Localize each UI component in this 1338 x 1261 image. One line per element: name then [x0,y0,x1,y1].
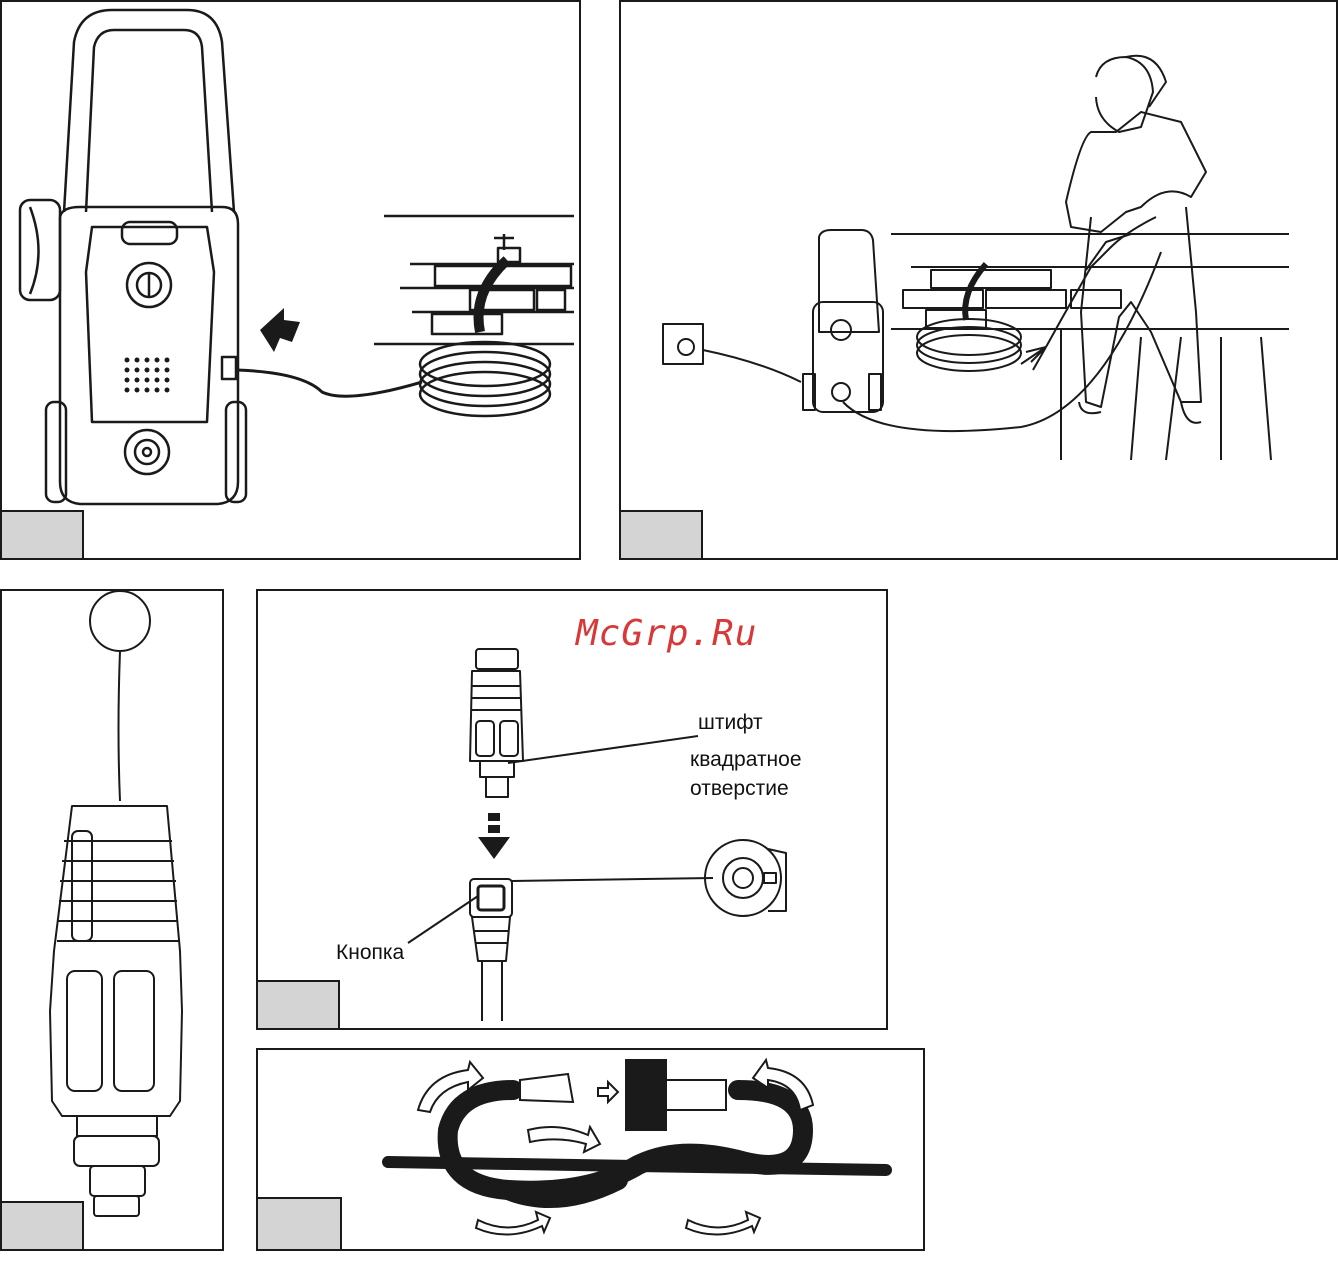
knot-illustration [258,1050,927,1253]
nozzle-illustration [2,591,226,1253]
panel-hose-knot [256,1048,925,1251]
connector-illustration [258,591,890,1032]
insert-arrow-icon [478,813,510,859]
panel-hose-connection [0,0,581,560]
washer-hose-illustration [2,2,583,562]
figure-tag [621,510,703,558]
operation-illustration [621,2,1338,562]
square-hole-label-line1: квадратное [690,748,802,772]
figure-tag [258,980,340,1028]
panel-quick-connector: McGrp.Ru [256,589,888,1030]
figure-tag [258,1197,342,1249]
direction-arrow-icon [260,308,300,352]
pin-label: штифт [698,711,763,735]
figure-tag [2,510,84,558]
panel-operation [619,0,1338,560]
button-label: Кнопка [336,941,404,965]
panel-nozzle [0,589,224,1251]
figure-tag [2,1201,84,1249]
square-hole-label-line2: отверстие [690,777,789,801]
